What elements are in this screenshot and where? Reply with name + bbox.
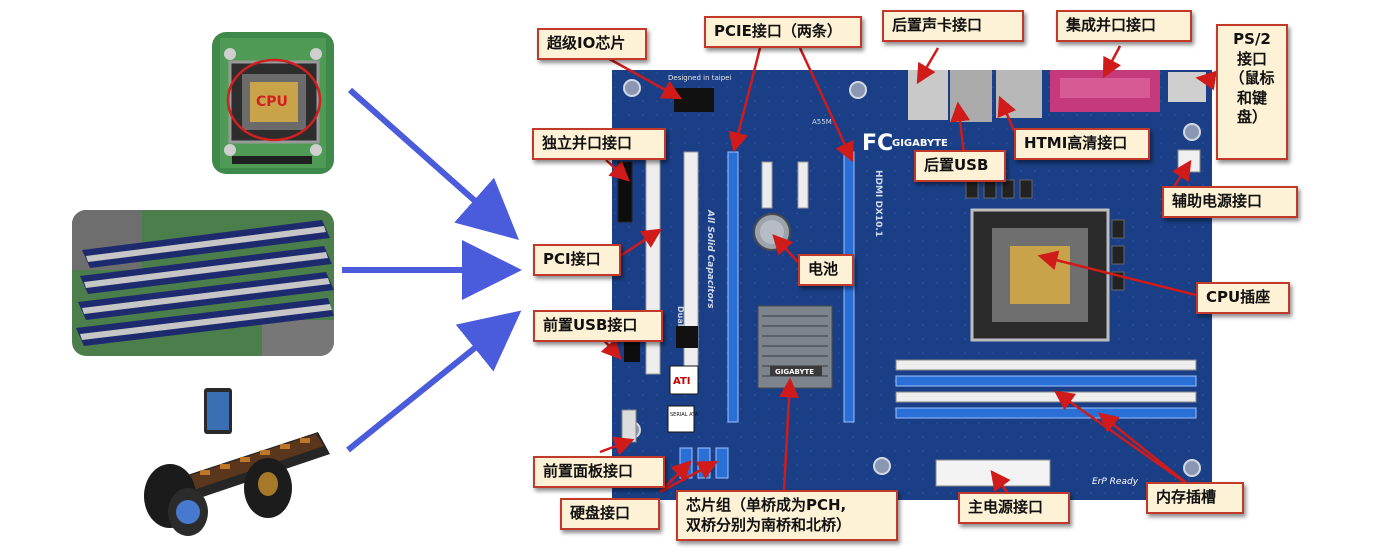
board-sata: SERIAL ATA (670, 412, 699, 418)
label-disk: 硬盘接口 (560, 498, 660, 530)
label-front-usb: 前置USB接口 (533, 310, 663, 342)
cpu-socket-photo: CPU (212, 32, 334, 174)
label-chipset-line2: 双桥分别为南桥和北桥） (686, 515, 852, 534)
arrow-from-cpu-photo (348, 87, 519, 240)
label-super-io: 超级IO芯片 (537, 28, 647, 60)
label-ps2: PS/2接口（鼠标和键盘） (1216, 24, 1288, 160)
label-battery: 电池 (798, 254, 854, 286)
sata-port-2 (697, 447, 711, 479)
label-pcie: PCIE接口（两条） (704, 16, 862, 48)
label-pci: PCI接口 (533, 244, 621, 276)
label-rear-usb: 后置USB (914, 150, 1006, 182)
main-power-connector (935, 459, 1051, 487)
board-brand-chipset: GIGABYTE (775, 368, 814, 376)
label-main-power: 主电源接口 (958, 492, 1070, 524)
keyboard-mouse-headset-photo (140, 384, 336, 544)
label-chipset-line1: 芯片组（单桥成为PCH, (686, 496, 847, 514)
label-aux-power: 辅助电源接口 (1162, 186, 1298, 218)
sata-port-1 (679, 447, 693, 479)
arrow-from-peripherals-photo (346, 310, 522, 453)
pcie-slot-2 (843, 151, 855, 423)
label-hdmi: HTMI高清接口 (1014, 128, 1150, 160)
label-integrated-parallel: 集成并口接口 (1056, 10, 1192, 42)
super-io-chip (674, 88, 714, 112)
board-designed-in: Designed in taipei (668, 74, 731, 82)
board-erp: ErP Ready (1092, 477, 1139, 487)
board-fc-mark: FC (862, 131, 893, 156)
label-chipset: 芯片组（单桥成为PCH, 双桥分别为南桥和北桥） (676, 490, 898, 541)
label-front-panel: 前置面板接口 (533, 456, 665, 488)
pcie-slot-1 (727, 151, 739, 423)
label-memory-slot: 内存插槽 (1146, 482, 1244, 514)
board-model: A55M (812, 118, 832, 126)
label-rear-audio: 后置声卡接口 (882, 10, 1024, 42)
label-cpu-socket: CPU插座 (1196, 282, 1290, 314)
label-discrete-parallel: 独立并口接口 (532, 128, 666, 160)
svg-text:CPU: CPU (256, 94, 288, 110)
sata-port-3 (715, 447, 729, 479)
parallel-header (617, 161, 633, 223)
board-solid-caps: All Solid Capacitors (705, 209, 715, 309)
board-brand-top: GIGABYTE (892, 138, 948, 149)
dimm-slots (895, 359, 1197, 419)
aux-power-connector (1177, 149, 1201, 173)
ram-modules-photo (72, 210, 334, 356)
board-ati: ATI (673, 376, 691, 387)
board-hdmi-text: HDMI DX10.1 (873, 170, 883, 237)
